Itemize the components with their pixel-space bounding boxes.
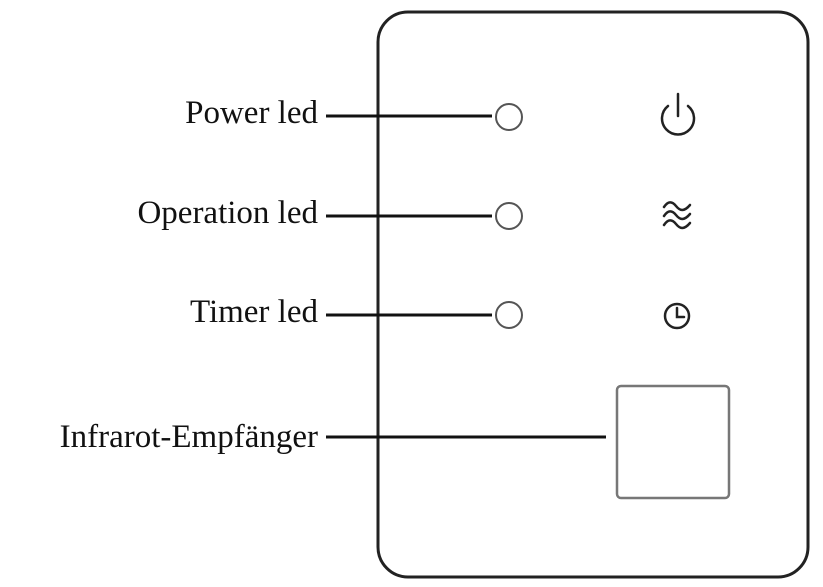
power-led-label: Power led [185,95,318,131]
ir-receiver-window [615,384,731,500]
operation-led-label: Operation led [137,195,318,231]
power-icon [660,92,696,136]
ir-receiver-label: Infrarot-Empfänger [59,419,318,455]
timer-led-label: Timer led [189,294,318,330]
airflow-wave-icon [662,201,692,230]
operation-led [495,202,523,230]
power-led [495,103,523,131]
timer-led [495,301,523,329]
control-panel-outline [376,10,810,579]
clock-icon [663,302,691,330]
